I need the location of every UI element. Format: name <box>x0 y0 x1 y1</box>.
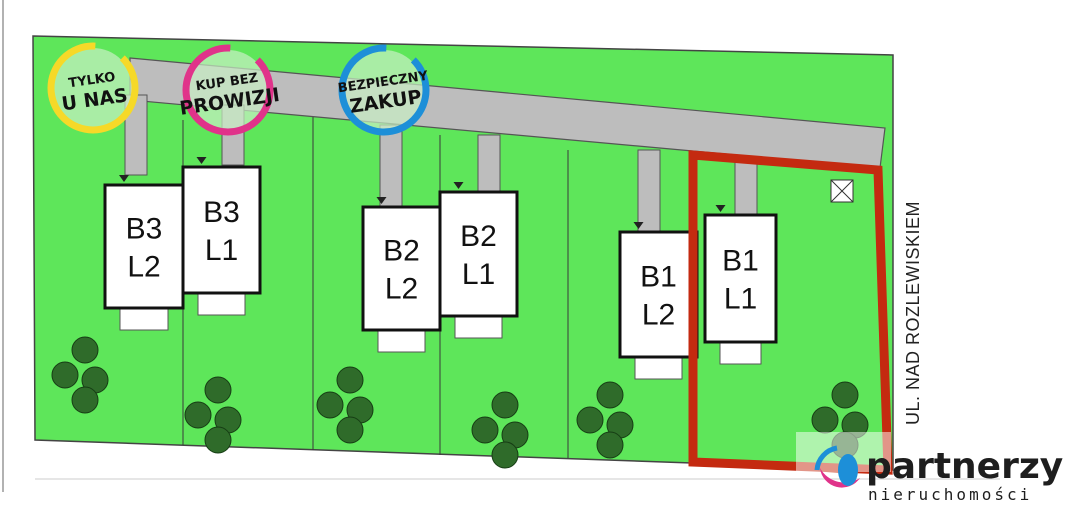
tree-icon <box>71 336 99 364</box>
entry-arrow-icon <box>196 157 207 164</box>
street-label: UL. NAD ROZLEWISKIEM <box>903 201 923 425</box>
house-unit-label: L1 <box>462 258 495 291</box>
entry-arrow-icon <box>119 175 129 182</box>
house-building-label: B2 <box>383 235 420 268</box>
terrace <box>119 307 169 331</box>
terrace <box>719 341 762 365</box>
house-unit-label: L2 <box>642 299 675 332</box>
tree-icon <box>184 401 212 429</box>
tree-icon <box>471 416 499 444</box>
tree-icon <box>491 441 519 469</box>
house-building-label: B1 <box>722 245 759 278</box>
tree-icon <box>491 391 519 419</box>
gate-icon <box>830 179 854 203</box>
entry-arrow-icon <box>453 182 464 189</box>
terrace <box>634 356 683 380</box>
house-building-label: B1 <box>640 261 677 294</box>
partnerzy-logo: partnerzy nieruchomości <box>796 432 1063 504</box>
house-unit-label: L2 <box>385 273 418 306</box>
trees <box>51 336 869 469</box>
tree-icon <box>204 376 232 404</box>
tree-icon <box>336 366 364 394</box>
tree-icon <box>51 361 79 389</box>
tree-icon <box>204 426 232 454</box>
badge-ring-icon <box>338 44 430 136</box>
tree-icon <box>811 406 839 434</box>
terrace <box>377 329 426 353</box>
house-unit-label: L1 <box>205 234 238 267</box>
tree-icon <box>831 381 859 409</box>
badge-ring-icon <box>182 44 274 136</box>
logo-sub: nieruchomości <box>868 485 1032 504</box>
tree-icon <box>596 381 624 409</box>
badge-line1: TYLKO <box>68 70 117 91</box>
entry-arrow-icon <box>633 222 644 229</box>
tree-icon <box>596 431 624 459</box>
tree-icon <box>336 416 364 444</box>
house-building-label: B2 <box>460 220 497 253</box>
terrace <box>454 315 503 339</box>
entry-arrow-icon <box>376 197 387 204</box>
badge-ring-icon <box>47 42 139 134</box>
house-building-label: B3 <box>203 196 240 229</box>
terrace <box>197 292 246 316</box>
house-building-label: B3 <box>126 213 163 246</box>
tree-icon <box>576 406 604 434</box>
house-unit-label: L1 <box>724 283 757 316</box>
house-unit-label: L2 <box>127 251 160 284</box>
logo-brand: partnerzy <box>866 446 1063 487</box>
entry-arrow-icon <box>715 205 726 212</box>
tree-icon <box>316 391 344 419</box>
tree-icon <box>71 386 99 414</box>
